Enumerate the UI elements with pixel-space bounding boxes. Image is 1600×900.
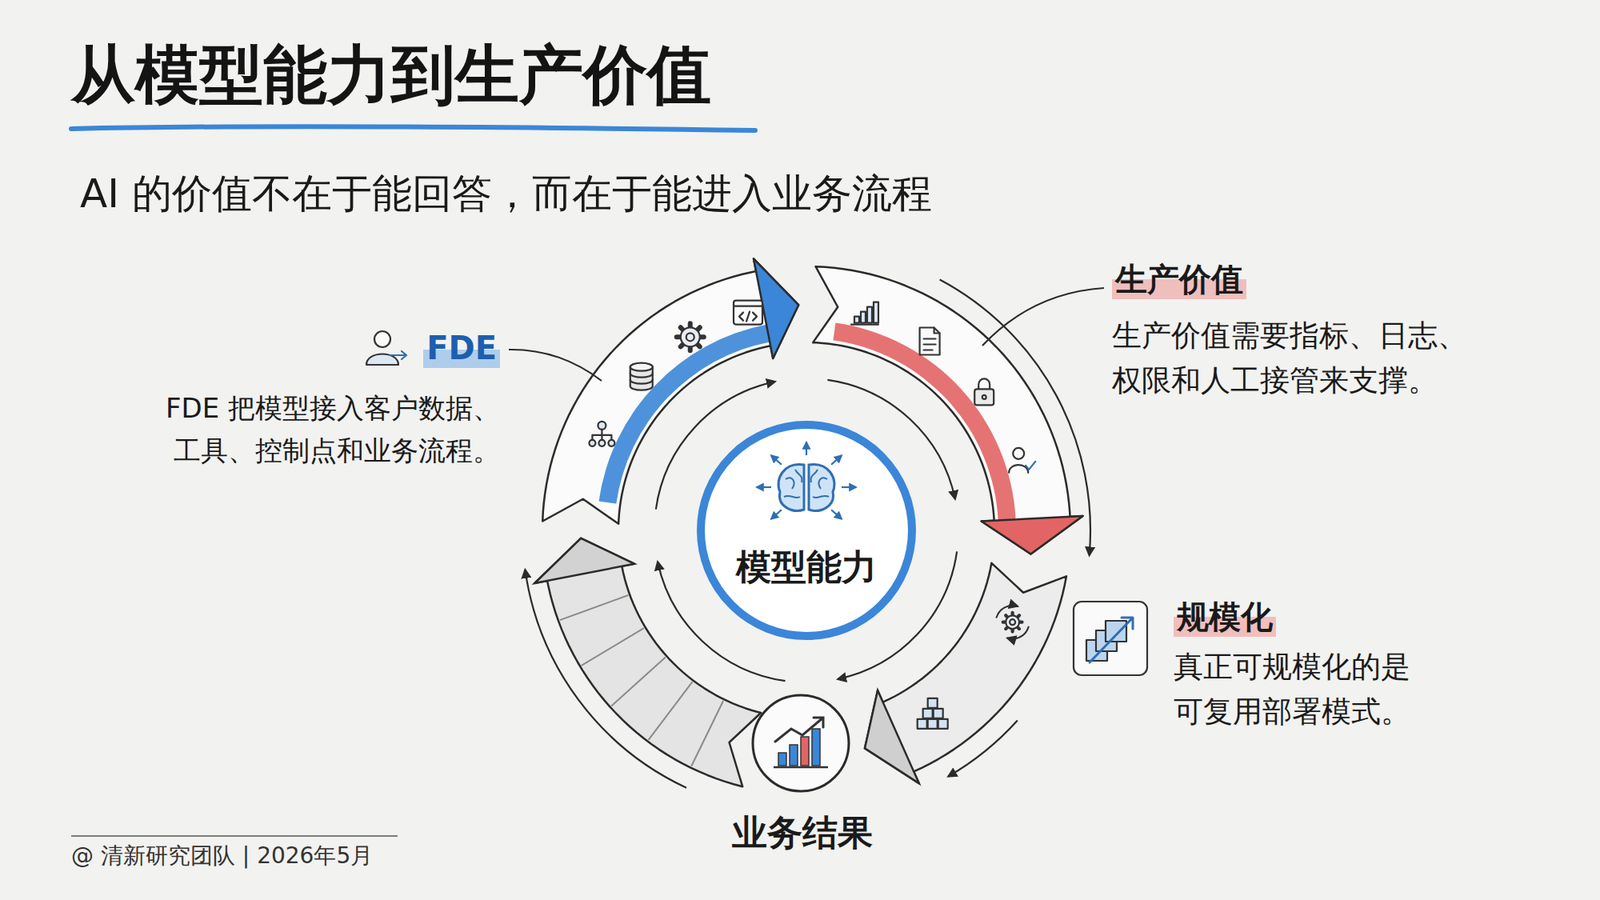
scroll-fold	[581, 628, 644, 666]
scroll-fold	[611, 657, 666, 707]
org-chart-icon	[588, 421, 615, 447]
bar-chart-icon	[851, 302, 879, 325]
title-underline	[71, 126, 756, 131]
blocks-icon	[917, 698, 948, 729]
outer-cycle-arrow	[524, 569, 687, 788]
fde-leader	[508, 349, 602, 381]
callout-heading: 生产价值	[1112, 259, 1247, 300]
return-arrow-head	[534, 538, 635, 584]
growth-chart-icon	[773, 717, 828, 768]
gear-icon	[676, 323, 704, 351]
code-window-icon	[733, 300, 763, 325]
document-icon	[920, 327, 940, 355]
database-icon	[630, 363, 653, 391]
core-label: 模型能力	[697, 421, 916, 589]
reviewer-icon	[1008, 448, 1036, 473]
brain-icon	[756, 442, 856, 520]
lock-icon	[974, 378, 994, 405]
outer-cycle-arrow	[940, 280, 1091, 556]
scroll-fold	[691, 700, 724, 767]
result-circle-outline	[749, 692, 852, 795]
core-circle-outline	[694, 418, 919, 643]
fde-callout: FDE FDE 把模型接入客户数据、 工具、控制点和业务流程。	[154, 324, 504, 475]
callout-body: 生产价值需要指标、日志、 权限和人工接管来支撑。	[1112, 313, 1483, 403]
scale-icon	[1073, 601, 1148, 676]
result-ring	[752, 695, 849, 792]
value-red-arrow-head	[981, 516, 1084, 555]
scale-arrow-head	[864, 690, 920, 784]
callout-heading: FDE	[423, 328, 500, 368]
scale-ring-segment	[864, 563, 1067, 784]
core-circle: 模型能力	[694, 418, 919, 643]
outer-cycle-arrow	[948, 720, 1018, 777]
footer-rule	[71, 835, 398, 837]
callout-body: FDE 把模型接入客户数据、 工具、控制点和业务流程。	[157, 387, 500, 472]
scroll-fold	[648, 681, 693, 740]
value-callout: 生产价值生产价值需要指标、日志、 权限和人工接管来支撑。	[1108, 256, 1486, 406]
result-label: 业务结果	[732, 812, 870, 855]
value-leader	[982, 288, 1104, 346]
cycle-gear-icon	[996, 605, 1029, 640]
callout-heading: 规模化	[1173, 596, 1276, 637]
scroll-fold	[560, 595, 629, 620]
result-circle: 业务结果	[728, 688, 873, 858]
scale-callout: 规模化真正可规模化的是 可复用部署模式。	[1170, 593, 1429, 737]
page-title: 从模型能力到生产价值	[71, 36, 712, 114]
callout-body: 真正可规模化的是 可复用部署模式。	[1173, 644, 1426, 734]
engineer-icon	[366, 331, 407, 365]
credit-note: @ 清新研究团队 | 2026年5月	[71, 842, 373, 870]
core-ring	[700, 424, 912, 636]
subtitle: AI 的价值不在于能回答，而在于能进入业务流程	[80, 169, 932, 218]
